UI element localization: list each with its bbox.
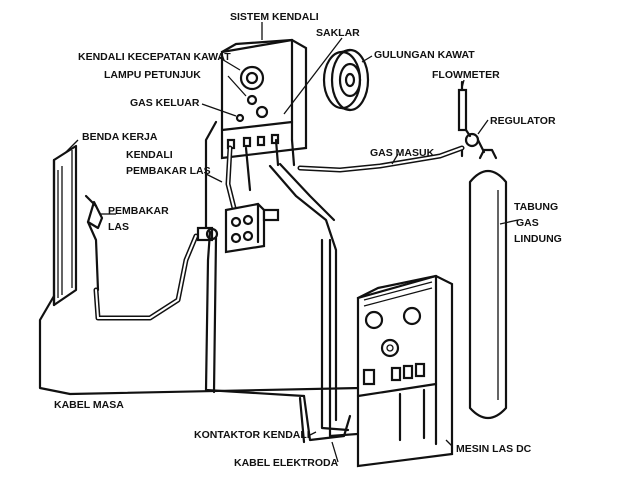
leader-lines: [65, 22, 519, 463]
torch-connector: [196, 202, 280, 254]
workpiece: [52, 144, 78, 307]
label-sistem-kendali: SISTEM KENDALI: [230, 11, 319, 23]
label-gulungan-kawat: GULUNGAN KAWAT: [374, 49, 475, 61]
ground-cable: [38, 294, 364, 396]
label-mesin-las-dc: MESIN LAS DC: [456, 443, 532, 455]
label-regulator: REGULATOR: [490, 115, 556, 127]
control-system-box: [220, 38, 308, 160]
label-saklar: SAKLAR: [316, 27, 360, 39]
label-kabel-masa: KABEL MASA: [54, 399, 124, 411]
label-benda-kerja: BENDA KERJA: [82, 131, 158, 143]
label-kendali-pembakar-las-line1: KENDALI: [126, 149, 173, 161]
welding-torch: [84, 194, 104, 292]
flowmeter: [457, 88, 468, 132]
electrode-cable: [298, 394, 352, 444]
switch: [255, 105, 269, 119]
label-tabung-gas-lindung-line2: GAS: [516, 217, 539, 229]
label-lampu-petunjuk: LAMPU PETUNJUK: [104, 69, 201, 81]
label-kendali-pembakar-las-line2: PEMBAKAR LAS: [126, 165, 211, 177]
label-kontaktor-kendali: KONTAKTOR KENDALI: [194, 429, 310, 441]
wire-spool: [322, 48, 370, 112]
label-pembakar-las-line1: PEMBAKAR: [108, 205, 169, 217]
label-tabung-gas-lindung-line3: LINDUNG: [514, 233, 562, 245]
label-kendali-kecepatan-kawat: KENDALI KECEPATAN KAWAT: [78, 51, 231, 63]
gas-cylinder: [468, 148, 508, 420]
label-kabel-elektroda: KABEL ELEKTRODA: [234, 457, 339, 469]
gas-hoses: [93, 120, 465, 321]
label-gas-masuk: GAS MASUK: [370, 147, 435, 159]
dc-welding-machine: [356, 274, 454, 468]
pilot-lamp: [246, 94, 258, 106]
label-gas-keluar: GAS KELUAR: [130, 97, 200, 109]
diagram-labels: SISTEM KENDALI SAKLAR KENDALI KECEPATAN …: [54, 11, 562, 469]
regulator: [464, 132, 480, 148]
machine-center-dial: [380, 338, 400, 358]
flowmeter-regulator: [457, 80, 486, 158]
machine-right-dial: [402, 306, 422, 326]
machine-left-dial: [364, 310, 384, 330]
gas-outlet: [235, 113, 245, 123]
label-flowmeter: FLOWMETER: [432, 69, 500, 81]
label-tabung-gas-lindung-line1: TABUNG: [514, 201, 558, 213]
label-pembakar-las-line2: LAS: [108, 221, 129, 233]
wire-speed-knob: [239, 65, 265, 91]
